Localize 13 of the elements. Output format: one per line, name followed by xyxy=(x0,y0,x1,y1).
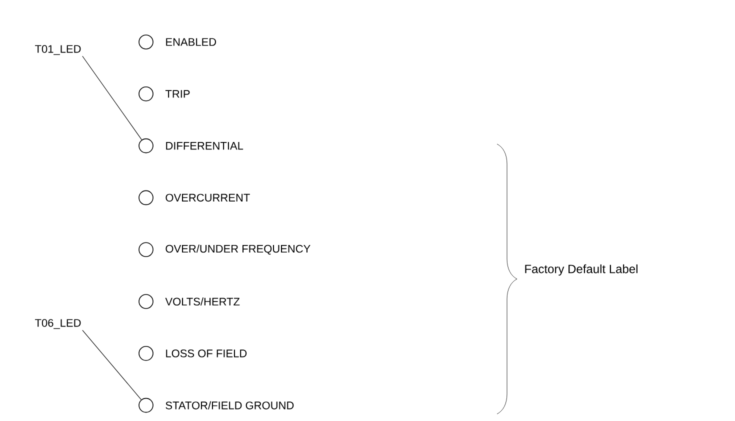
led-label: OVERCURRENT xyxy=(166,194,250,202)
leader-line xyxy=(82,330,142,400)
led-label: STATOR/FIELD GROUND xyxy=(166,401,294,410)
led-label: VOLTS/HERTZ xyxy=(165,297,240,306)
led-label: LOSS OF FIELD xyxy=(166,350,247,358)
led-label: ENABLED xyxy=(166,38,216,46)
led-label: TRIP xyxy=(165,90,190,98)
led-label: OVER/UNDER FREQUENCY xyxy=(166,244,310,255)
led-tag: T06_LED xyxy=(35,319,81,329)
led-tag: T01_LED xyxy=(35,45,81,55)
leader-line xyxy=(82,56,142,140)
brace-label: Factory Default Label xyxy=(525,264,638,276)
led-label: DIFFERENTIAL xyxy=(166,142,244,150)
